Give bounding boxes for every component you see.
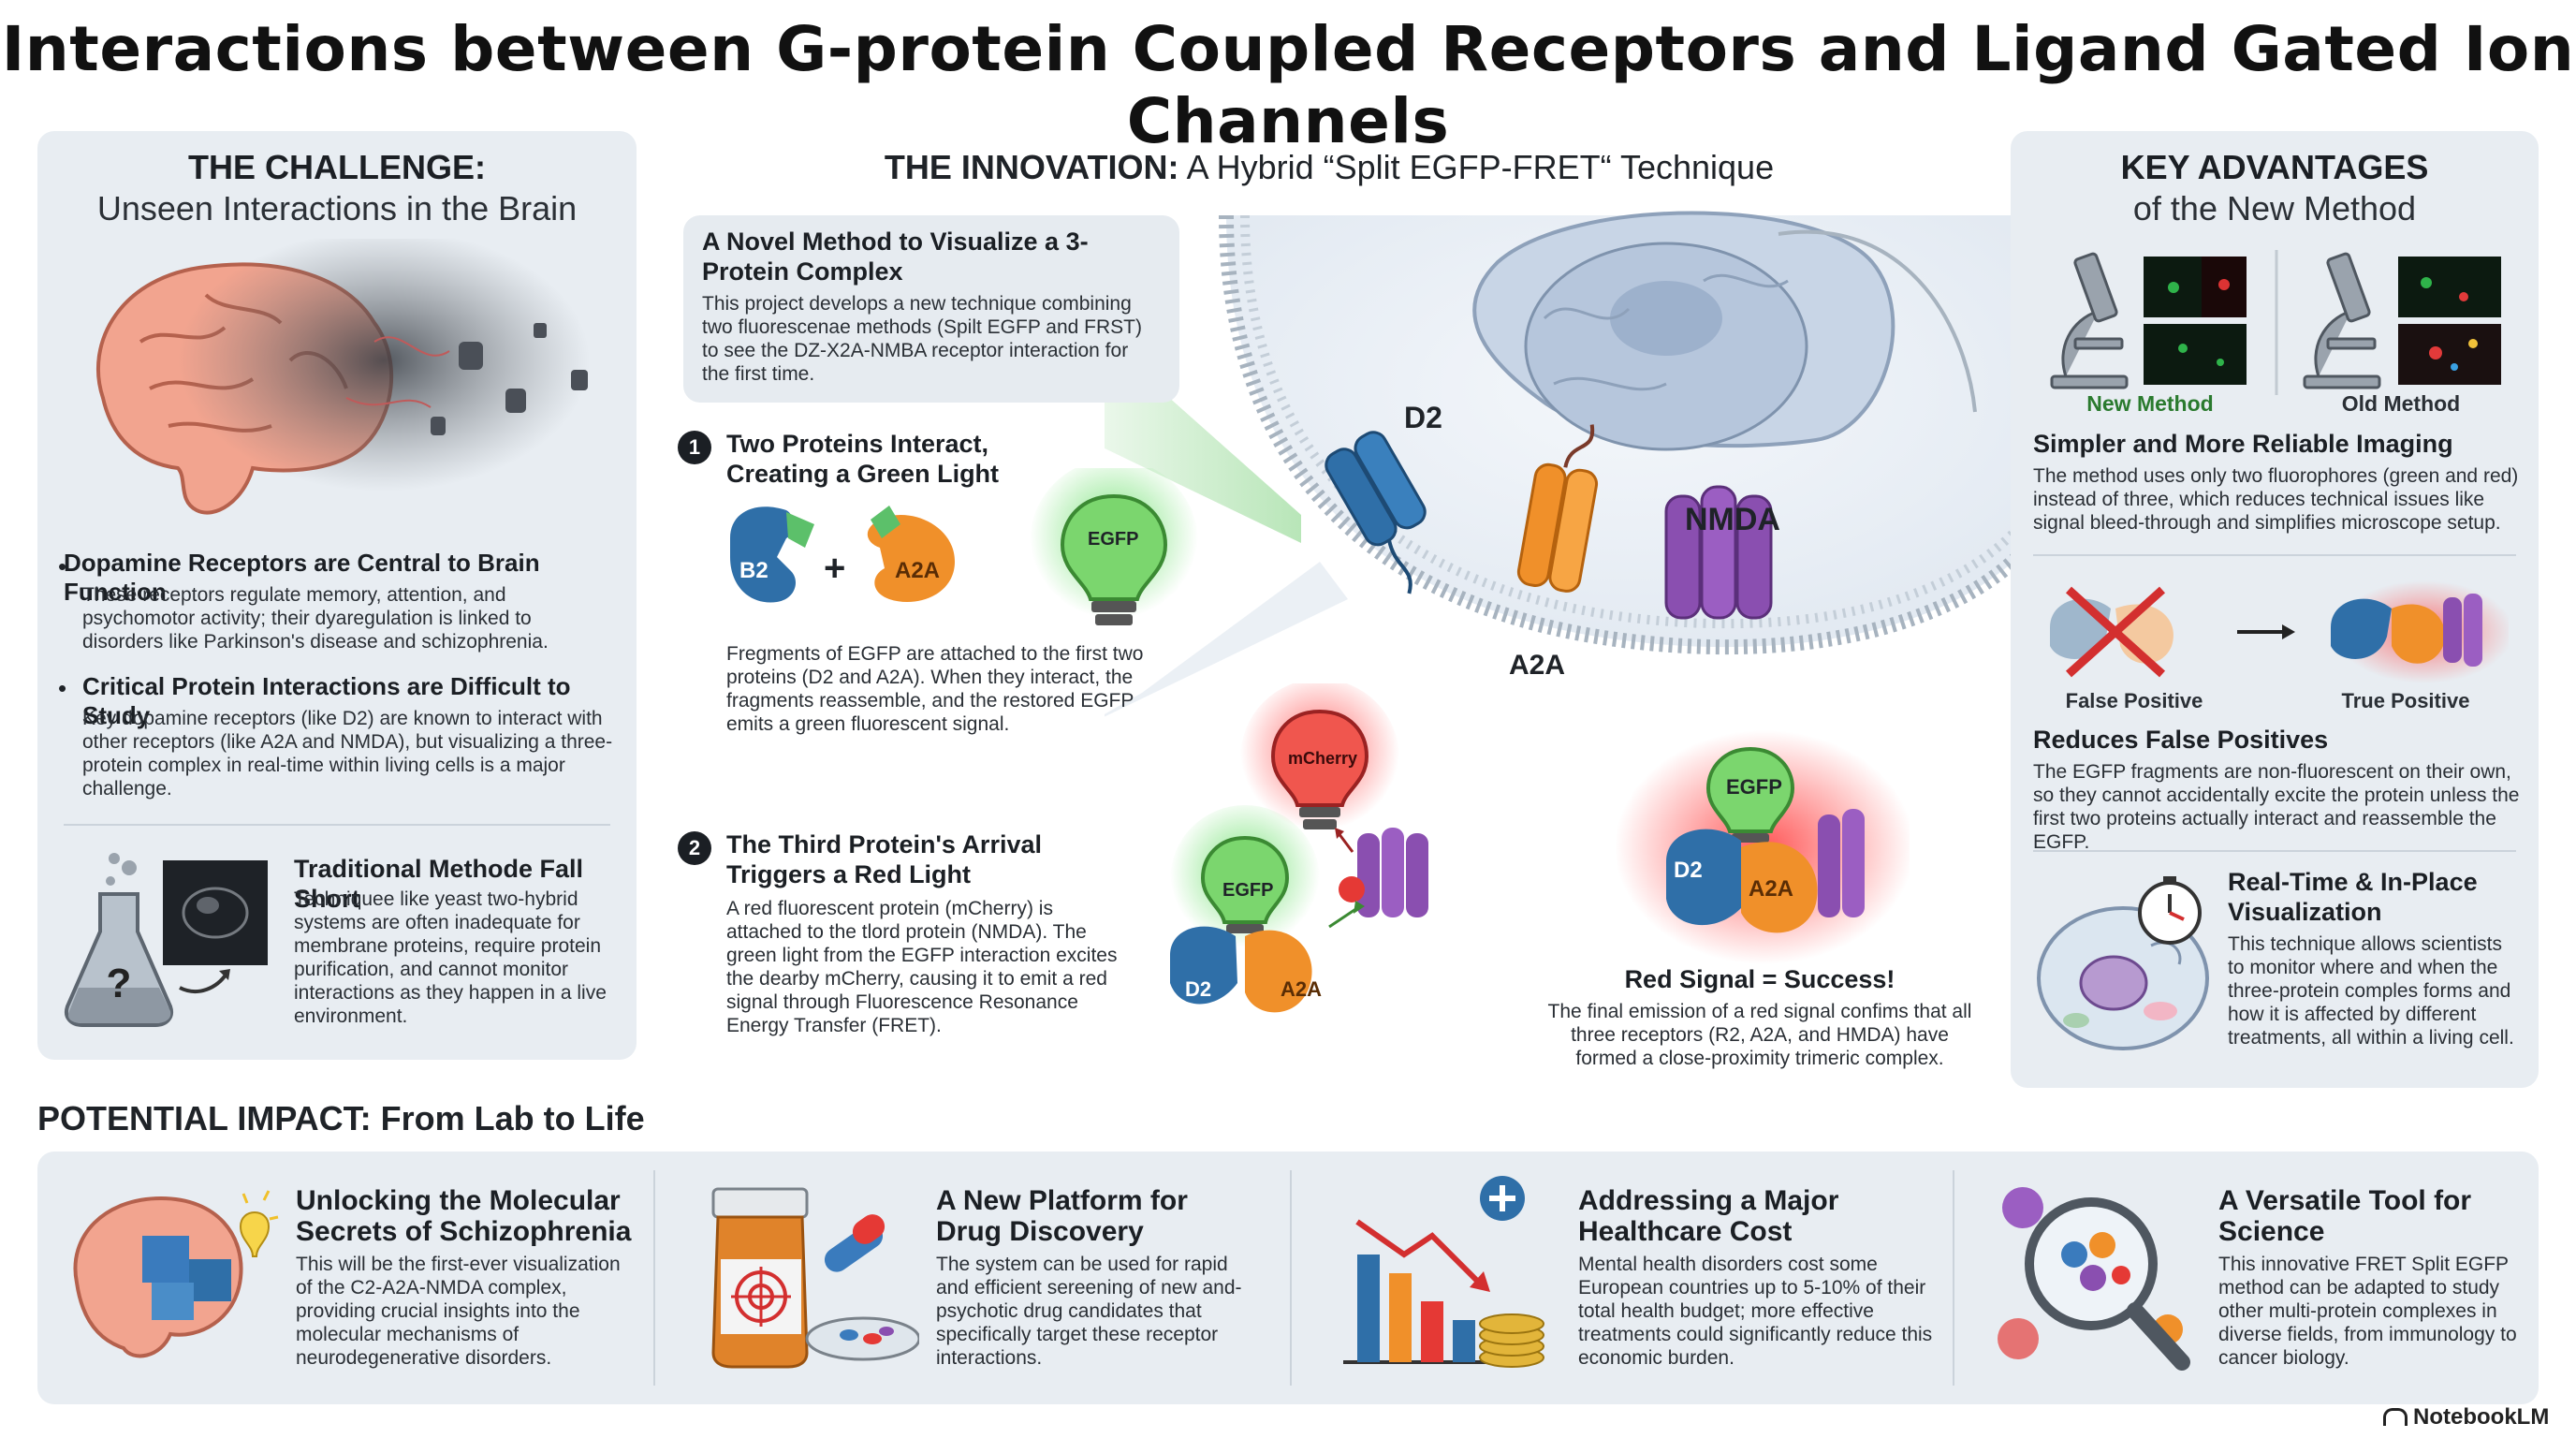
challenge-subheading: Unseen Interactions in the Brain [96,189,578,227]
advantages-divider-1 [2033,554,2516,556]
novel-text: This project develops a new technique co… [702,293,1142,385]
mcherry-label: mCherry [1288,749,1358,768]
magnifier-icon [1998,1187,2190,1371]
microscope-icon [2050,252,2129,389]
bullet-dot: • [58,552,67,580]
brain-illustration [96,239,590,515]
bullet1-text: These receptors regulate memory, attenti… [82,584,549,653]
success-title: Red Signal = Success! [1624,965,1895,993]
impact3-text: Mental health disorders cost some Europe… [1578,1254,1933,1369]
cell-clock-icon [2037,876,2209,1050]
advantages-subheading: of the New Method [2132,189,2417,227]
challenge-heading: THE CHALLENGE: [188,148,486,186]
advantages-heading: KEY ADVANTAGES [2120,148,2429,186]
step2-illustration [1170,683,1428,1013]
egfp-bulb-label: EGFP [1088,529,1139,550]
step2-text: A red fluorescent protein (mCherry) is a… [726,898,1118,1036]
bullet-dot: • [58,674,67,702]
a2a-label: A2A [1509,650,1566,681]
bullet1-title: Dopamine Receptors are Central to Brain … [64,549,540,606]
innovation-heading: THE INNOVATION: A Hybrid “Split EGFP-FRE… [646,148,2012,187]
impact-separator [1290,1170,1292,1386]
microscope-comparison [2050,250,2501,395]
notebooklm-logo: NotebookLM [2383,1404,2549,1431]
impact2-title: A New Platform for Drug Discovery [936,1185,1188,1247]
page-title: Interactions between G-protein Coupled R… [1,13,2575,157]
d2-label: D2 [1404,401,1442,434]
challenge-divider [64,824,610,826]
a2a-fragment-label: A2A [895,558,941,583]
step2-title: The Third Protein's Arrival Triggers a R… [726,830,1042,888]
impact4-title: A Versatile Tool for Science [2218,1185,2472,1247]
nmda-label: NMDA [1685,502,1780,537]
innovation-heading-rest: A Hybrid “Split EGFP-FRET“ Technique [1178,148,1775,186]
adv2-text: The EGFP fragments are non-fluorescent o… [2033,761,2520,853]
a2a-receptor [1516,424,1599,593]
innovation-heading-bold: THE INNOVATION: [884,148,1179,186]
old-method-label: Old Method [2341,391,2461,416]
flask-icon: ? [65,853,268,1027]
impact2-text: The system can be used for rapid and eff… [936,1254,1242,1369]
microscope-icon-old [2303,252,2381,389]
true-positive-label: True Positive [2341,689,2470,712]
brand-icon [2383,1408,2408,1426]
impact3-title: Addressing a Major Healthcare Cost [1578,1185,1839,1247]
bullet2-title: Critical Protein Interactions are Diffic… [82,672,571,729]
step1-number: 1 [678,431,711,464]
d2-receptor [1325,431,1427,594]
b2-label: B2 [739,558,768,583]
a2a-label-step2: A2A [1281,977,1323,1001]
bullet2-text: Key dopamine receptors (like D2) are kno… [82,708,613,800]
red-image-tile [2202,257,2247,317]
a2a-label-complex: A2A [1749,876,1794,902]
impact1-text: This will be the first-ever visualizatio… [296,1254,621,1369]
impact4-text: This innovative FRET Split EGFP method c… [2218,1254,2517,1369]
step1-title: Two Proteins Interact, Creating a Green … [726,430,1000,488]
adv3-title: Real-Time & In-Place Visualization [2228,868,2478,926]
egfp-label-complex: EGFP [1726,775,1782,799]
success-complex [1615,730,1910,964]
advantages-divider-2 [2033,850,2516,852]
drug-bottle-icon [711,1187,919,1369]
step1-fragments [730,506,955,603]
nmda-receptor [1664,485,1773,620]
impact-heading: POTENTIAL IMPACT: From Lab to Life [37,1099,645,1137]
novel-title: A Novel Method to Visualize a 3-Protein … [702,227,1089,286]
trad-text: Techniquee like yeast two-hybrid systems… [294,888,607,1027]
cost-chart-icon [1343,1176,1544,1368]
impact1-title: Unlocking the Molecular Secrets of Schiz… [296,1185,632,1247]
false-true-positive [2050,580,2509,683]
success-text: The final emission of a red signal confi… [1547,1001,1972,1069]
novel-method-box [683,215,1179,403]
egfp-bulb-icon [1030,468,1198,627]
trad-title: Traditional Methode Fall Short [294,855,584,913]
adv2-title: Reduces False Positives [2033,726,2329,754]
brain-puzzle-icon [73,1190,279,1358]
cell-illustration [1105,211,2038,717]
svg-text:?: ? [107,961,132,1006]
adv1-text: The method uses only two fluorophores (g… [2033,465,2519,534]
step1-text: Fregments of EGFP are attached to the fi… [726,643,1144,735]
impact-separator [1953,1170,1954,1386]
new-method-label: New Method [2086,391,2214,416]
egfp-label-step2: EGFP [1222,880,1274,901]
adv1-title: Simpler and More Reliable Imaging [2033,430,2453,458]
plus-sign: + [824,548,846,589]
d2-label-complex: D2 [1674,858,1703,883]
d2-label-step2: D2 [1185,977,1212,1001]
step2-number: 2 [678,831,711,865]
brand-name: NotebookLM [2413,1404,2550,1430]
impact-separator [653,1170,655,1386]
adv3-text: This technique allows scientists to moni… [2228,933,2514,1049]
false-positive-label: False Positive [2065,689,2203,712]
